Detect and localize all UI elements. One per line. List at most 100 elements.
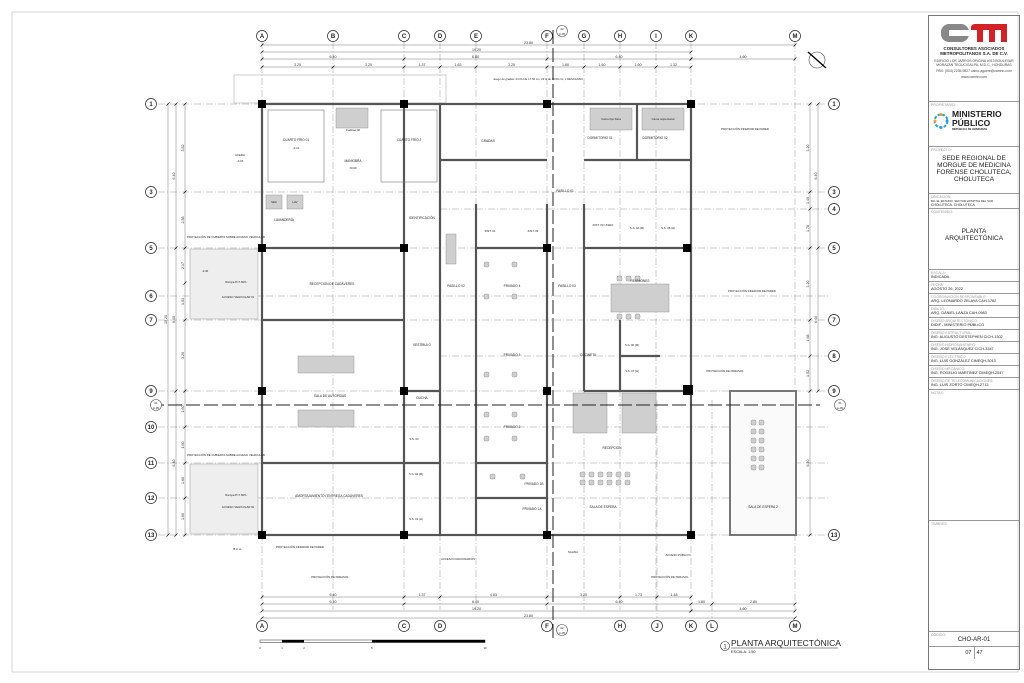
owner-sub: REPÚBLICA DE HONDURAS <box>952 128 988 131</box>
room-sala-espera-2: SALA DE ESPERA 2 <box>748 505 778 509</box>
dim-right-segment: 3.20 <box>806 145 810 152</box>
field-1: FECHA:AGOSTO 26, 2022 <box>929 282 1019 294</box>
svg-text:02: 02 <box>560 626 564 630</box>
svg-text:0: 0 <box>259 646 261 650</box>
dim-bottom-row2: 6.40 <box>330 600 337 604</box>
dryer-label: SEC <box>271 200 277 204</box>
chair <box>750 464 757 471</box>
field-9: DISEÑO DE TELECOMUNICACIONES:ING. LUIS Z… <box>929 378 1019 390</box>
dim-right-segment: 1.68 <box>806 335 810 342</box>
grid-bubble-top-B: B <box>327 30 339 42</box>
staff-access-label: ACCESO FUNCIONARIOS <box>441 557 475 561</box>
svg-text:5: 5 <box>371 646 373 650</box>
field-value: ING. AUGUSTO DESTEPHEN CICH-1302 <box>931 335 1003 339</box>
dim-right-segment: 3.20 <box>806 281 810 288</box>
roof-outline <box>233 74 447 104</box>
svg-text:1: 1 <box>832 102 836 108</box>
dim-left-segment: 1.60 <box>181 477 185 484</box>
dim-bottom-segment: 6.40 <box>330 593 337 597</box>
grid-bubble-right-9: 9 <box>828 385 840 397</box>
room-sala-autopsias: SALA DE AUTOPSIAS <box>314 394 346 398</box>
dim-left-outer: 6.40 <box>172 460 176 467</box>
north-arrow-icon <box>807 51 827 69</box>
grid-bubble-top-K: K <box>685 30 697 42</box>
room-labels: CUARTO FRÍO 01 CUARTO FRÍO 2 Cadáver lif… <box>271 117 778 521</box>
field-2: COORDINACIÓN RESPONSABLE:ARQ. LEONARDO Z… <box>929 294 1019 306</box>
dim-left-segment: 1.60 <box>181 442 185 449</box>
grid-bubble-top-C: C <box>398 30 410 42</box>
grid-bubble-top-A: A <box>256 30 268 42</box>
chair <box>483 411 490 418</box>
field-value: ING. LUIS ZORTO CIMEQH-2713 <box>931 383 989 387</box>
sheet-current: 07 <box>929 647 975 659</box>
chair <box>597 471 604 478</box>
chair <box>750 419 757 426</box>
vehicle-access-1-area <box>189 248 259 320</box>
ministerio-logo-icon <box>933 112 949 129</box>
chair <box>758 437 765 444</box>
svg-text:M: M <box>793 624 798 630</box>
chair <box>483 293 490 300</box>
stair-note: Juego de gradas: 24 CH de 17.50 cm; 22 H… <box>493 77 584 81</box>
content-label: CONTENIDO: <box>931 210 953 214</box>
svg-text:6: 6 <box>149 294 153 300</box>
svg-text:A-05: A-05 <box>559 631 565 635</box>
svg-text:H: H <box>618 34 622 40</box>
drawing-scale: ESCALA: 1:50 <box>731 650 755 654</box>
field-3: DIBUJÓ:ARQ. DANIEL LANZA CAH-0983 <box>929 306 1019 318</box>
dim-left-segment: 2.17 <box>181 262 185 269</box>
drawing-title: 1 PLANTA ARQUITECTÓNICA ESCALA: 1:50 <box>720 638 841 654</box>
room-identificacion: IDENTIFICACIÓN <box>409 215 435 220</box>
grid-bubble-right-13: 13 <box>828 529 840 541</box>
svg-text:A: A <box>260 34 265 40</box>
svg-text:01: 01 <box>154 401 158 405</box>
svg-text:I: I <box>655 34 657 40</box>
stamps-section: TIMBRES: <box>929 521 1019 632</box>
svg-text:C: C <box>402 624 407 630</box>
location-label: UBICACIÓN: <box>931 195 952 199</box>
drawing-title-text: PLANTA ARQUITECTÓNICA <box>731 638 841 648</box>
svg-text:E: E <box>474 34 478 40</box>
grid-bubble-left-7: 7 <box>145 314 157 326</box>
section-marker-left: 01 A-05 <box>150 399 162 411</box>
title-block: CONSULTORES ASOCIADOS METROPOLITANOS S.A… <box>928 15 1020 670</box>
svg-text:01: 01 <box>838 401 842 405</box>
owner-label: PROPIETARIO: <box>931 103 956 107</box>
bed-bunk-label: Cama tipo litera <box>601 117 621 121</box>
ramp-label-1: Rampa P=7.60% <box>225 280 247 284</box>
public-access-label: ACCESO PÚBLICO <box>666 552 692 557</box>
chair <box>615 479 622 486</box>
project-section: PROYECTO: SEDE REGIONAL DE MORGUE DE MED… <box>929 147 1019 194</box>
grid-bubble-bottom-A: A <box>256 620 268 632</box>
chair <box>758 464 765 471</box>
svg-text:4: 4 <box>832 207 836 213</box>
section-marker-bottom: 02 A-05 <box>556 624 568 636</box>
dim-left-segment: 3.20 <box>181 352 185 359</box>
dim-bottom-row2: 1.80 <box>698 600 705 604</box>
firm-contact: PBX: (504) 2235-9827 camo.aguirre@camhn.… <box>936 69 1012 73</box>
firm-web: www.camhn.com <box>961 75 987 79</box>
chair <box>483 371 490 378</box>
location-line-1: BO. EL ESTADIO, SECTOR HOSPITAL DEL SUR <box>931 199 994 203</box>
chair <box>511 293 518 300</box>
chair <box>634 275 641 282</box>
location-line-2: CHOLUTECA, CHOLUTECA <box>931 203 975 207</box>
grid-bubble-left-3: 3 <box>145 186 157 198</box>
field-value: ING. ROGELIO MARTÍNEZ CIMEQH-2547 <box>931 371 1004 375</box>
wall-projection-note-1: PROYECCIÓN INFERIOR DE PARED <box>721 126 769 131</box>
dim-left-outer: 6.40 <box>172 173 176 180</box>
grid-bubble-right-1: 1 <box>828 98 840 110</box>
room-ss-02: S.S. 02 (M) <box>409 472 423 476</box>
field-label: ESCALA: <box>931 271 946 275</box>
field-label: DISEÑO ESTRUCTURAL: <box>931 331 973 335</box>
furniture <box>265 107 765 486</box>
field-value: ING. JOSÉ VELÁSQUEZ CICH-3347 <box>931 347 994 351</box>
vehicle-access-2-area <box>189 463 259 535</box>
grid-bubble-right-4: 4 <box>828 203 840 215</box>
room-privado-4: PRIVADO 4 <box>504 284 521 288</box>
dim-top-segment: 1.32 <box>670 63 677 67</box>
downspout-label: B.A.LL. <box>233 547 242 551</box>
